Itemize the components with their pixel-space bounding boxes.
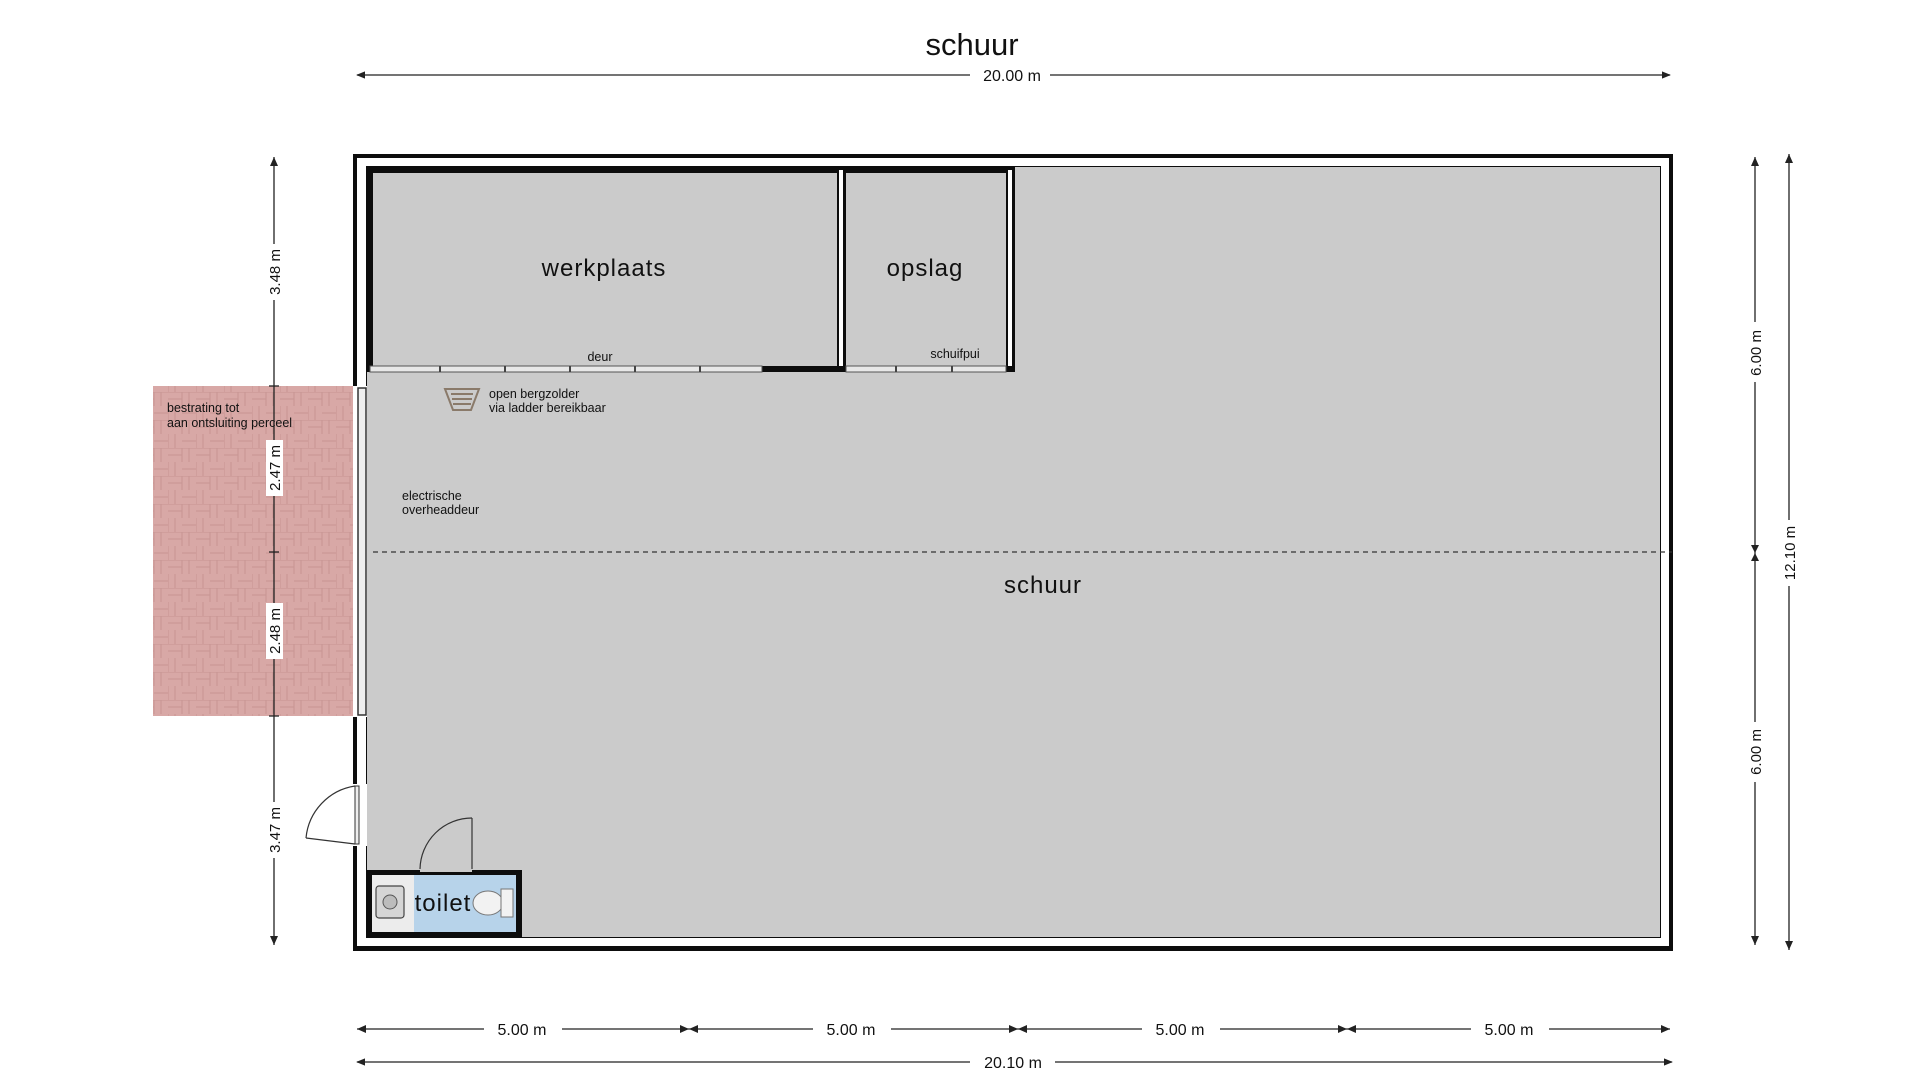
overhead-door-label-line2: overheaddeur — [402, 503, 479, 517]
paving-label-line1: bestrating tot — [167, 401, 240, 415]
opslag-floor — [846, 173, 1006, 366]
ladder-icon — [443, 388, 481, 411]
opslag-right-strip — [1008, 170, 1012, 366]
werkplaats-floor — [373, 173, 837, 366]
dimension-bottom-2: 5.00 m — [827, 1022, 876, 1039]
room-label-schuur: schuur — [1004, 572, 1082, 599]
dimension-right-total: 12.10 m — [1782, 526, 1799, 580]
partition-strip — [839, 170, 843, 366]
dimension-left-1: 3.48 m — [267, 249, 284, 295]
toilet-room — [367, 817, 522, 937]
dimension-right-2: 6.00 m — [1748, 729, 1765, 775]
room-label-werkplaats: werkplaats — [541, 255, 667, 282]
overhead-door — [353, 386, 367, 717]
dimension-left-2: 2.47 m — [267, 445, 284, 491]
opslag-sliding-door — [845, 365, 1007, 373]
dimension-bottom-1: 5.00 m — [498, 1022, 547, 1039]
plan-title: schuur — [925, 27, 1018, 62]
dimension-left-4: 3.47 m — [267, 807, 284, 853]
loft-label-line1: open bergzolder — [489, 387, 579, 401]
room-label-opslag: opslag — [887, 255, 964, 282]
paving-label-line2: aan ontsluiting perceel — [167, 416, 292, 430]
dimension-label: 20.00 m — [983, 68, 1041, 85]
dimension-left — [266, 157, 283, 945]
side-door — [305, 784, 367, 846]
room-label-toilet: toilet — [415, 890, 472, 917]
werkplaats-door — [369, 365, 763, 373]
loft-label-line2: via ladder bereikbaar — [489, 401, 606, 415]
dimension-top-total: 20.00 m — [356, 68, 1671, 85]
dimension-right-1: 6.00 m — [1748, 330, 1765, 376]
wall-inner-strip-top — [357, 158, 1669, 166]
dimension-bottom-3: 5.00 m — [1156, 1022, 1205, 1039]
dimension-bottom-total-label: 20.10 m — [984, 1055, 1042, 1072]
overhead-door-label-line1: electrische — [402, 489, 462, 503]
dimension-left-3: 2.48 m — [267, 608, 284, 654]
door-label: deur — [587, 350, 612, 364]
wall-inner-strip-right — [1661, 158, 1669, 946]
dimension-right — [1747, 154, 1798, 950]
wall-inner-strip-bottom — [357, 938, 1669, 946]
toilet-icon — [472, 890, 504, 916]
sliding-door-label: schuifpui — [930, 347, 979, 361]
dimension-bottom-4: 5.00 m — [1485, 1022, 1534, 1039]
paving-area — [153, 386, 353, 716]
dimension-bottom-segments — [357, 1018, 1670, 1040]
